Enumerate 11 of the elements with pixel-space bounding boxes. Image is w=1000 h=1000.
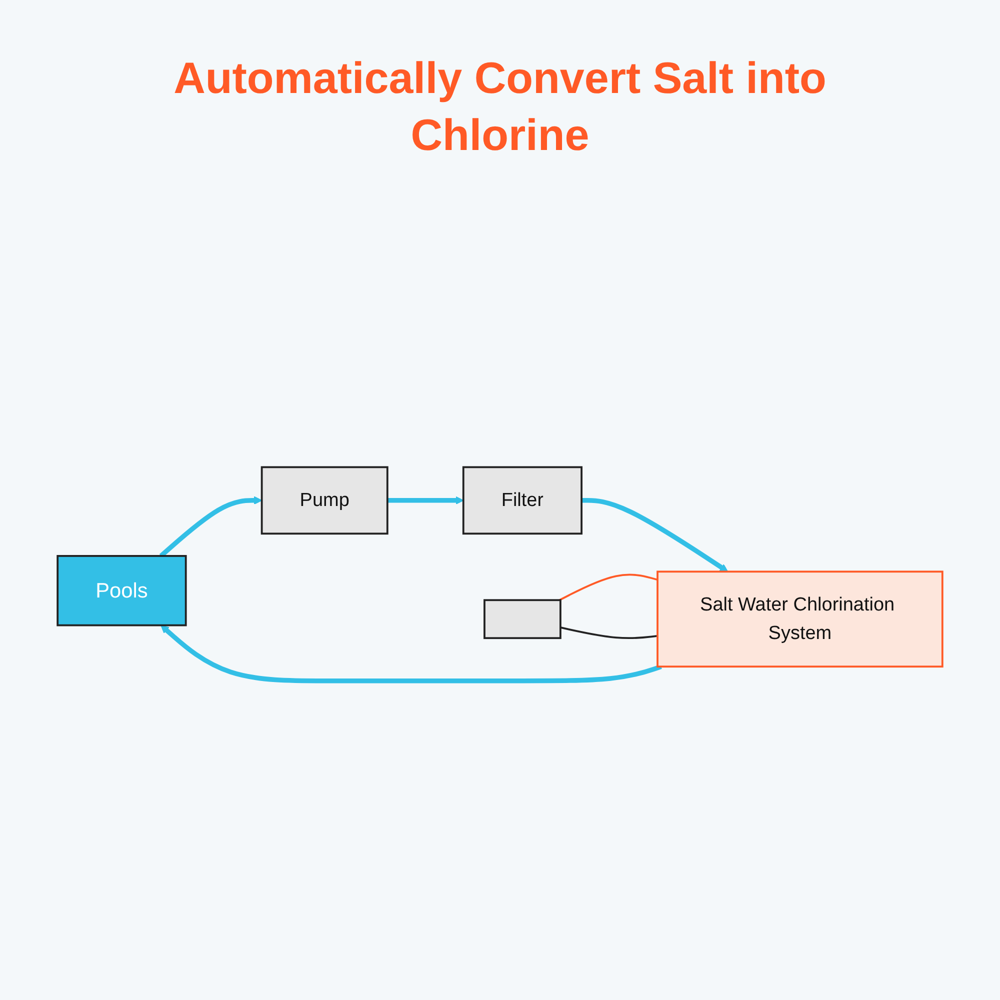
node-box	[484, 600, 562, 640]
arrow	[387, 496, 464, 505]
title: Automatically Convert Salt into Chlorine	[172, 53, 828, 162]
node-box: Filter	[462, 466, 582, 535]
connector	[559, 574, 658, 602]
node-box: Pools	[56, 555, 187, 627]
arrow	[160, 625, 662, 684]
arrow	[582, 498, 728, 572]
node-box: Pump	[260, 466, 388, 535]
connector	[560, 626, 658, 640]
node-box: Salt Water Chlorination System	[656, 571, 944, 668]
